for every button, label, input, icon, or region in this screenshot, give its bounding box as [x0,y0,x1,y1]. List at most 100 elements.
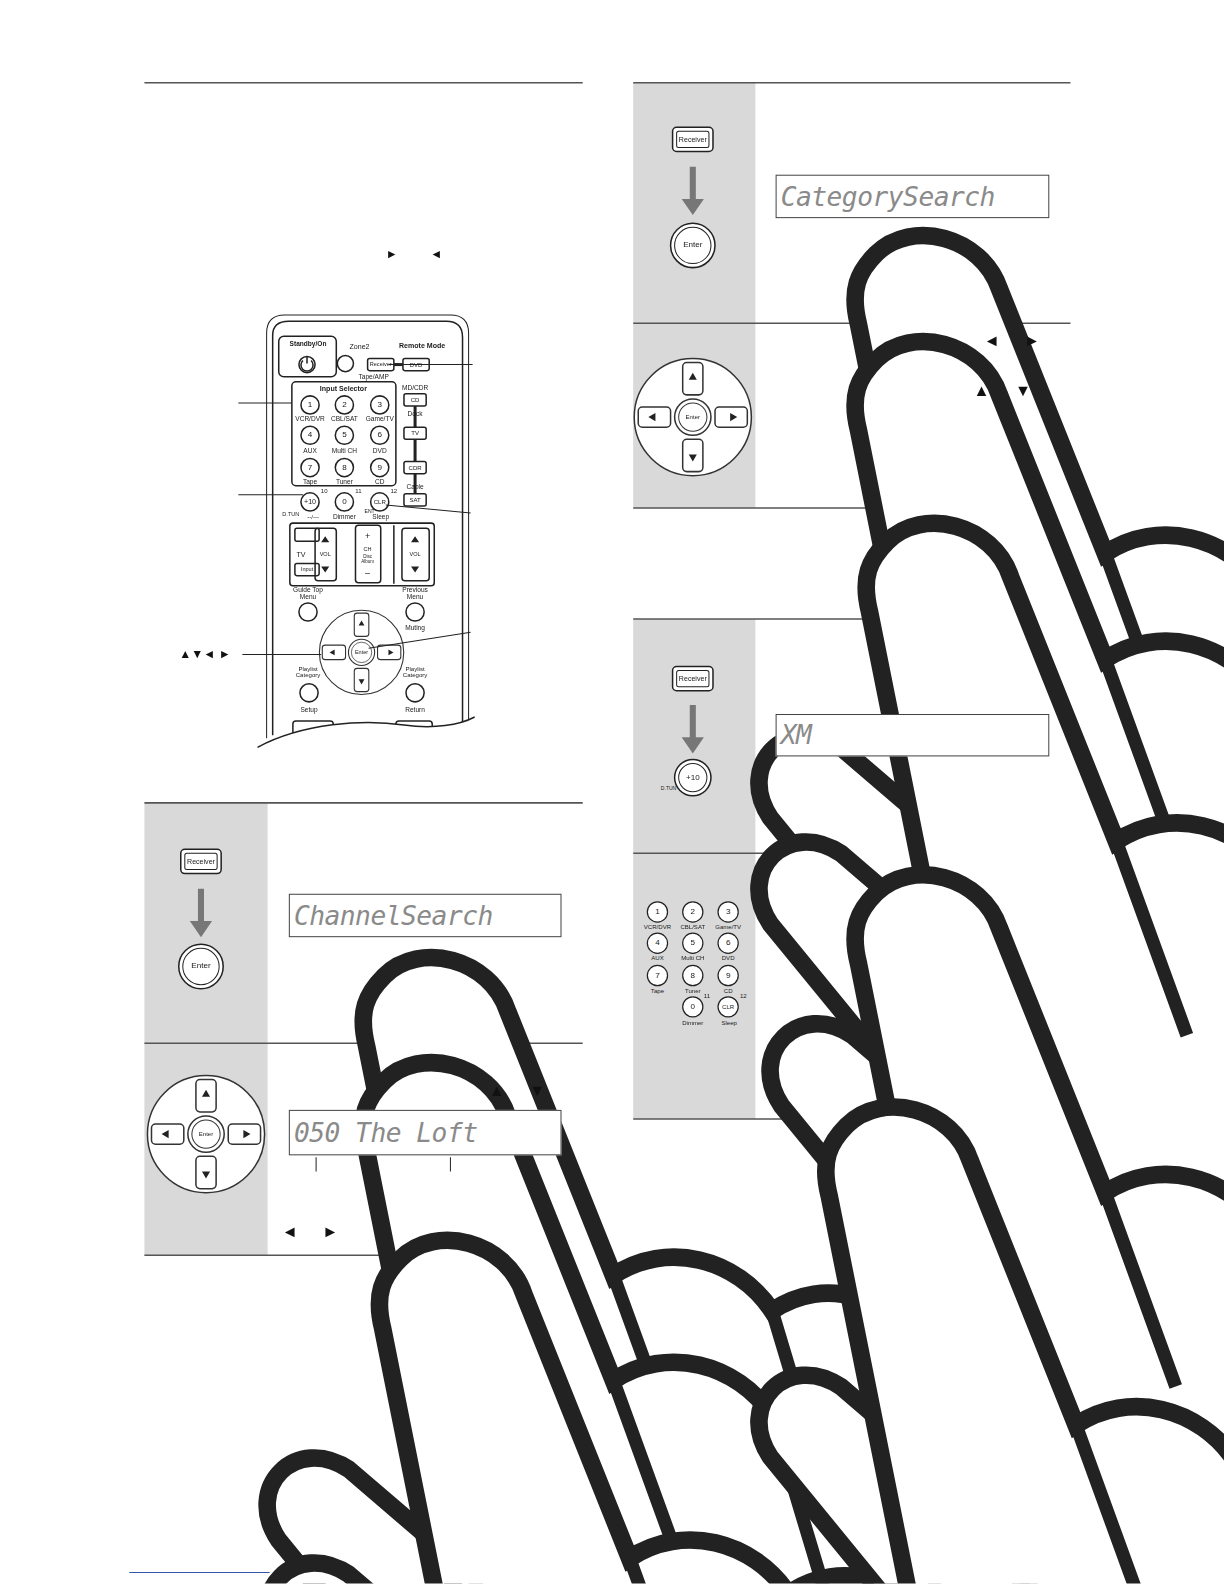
label: ◄ [430,247,442,259]
use-shape [730,1107,1224,1583]
label: 0 [342,498,346,506]
use-shape [671,223,715,267]
circle-shape [335,493,353,511]
label: VOL [410,552,421,558]
label: CBL/SAT [680,924,705,930]
label: Game/TV [715,924,741,930]
label: 8 [691,972,695,980]
label: 12 [390,488,397,494]
circle-shape [337,355,353,371]
display-text: ChannelSearch [294,900,493,930]
rect-shape [315,528,336,581]
use-shape [673,667,713,691]
label: CD [724,988,733,994]
circle-shape [718,997,738,1017]
label: Multi CH [681,955,704,961]
label: TV [411,430,419,436]
label: Previous Menu [395,587,435,601]
g-shape [316,1157,450,1171]
g-shape [238,365,472,655]
label: Remote Mode [399,342,445,349]
lcd-display: CategorySearch [776,175,1050,218]
label: +10 [304,498,316,505]
use-shape [190,889,212,937]
line-shape [393,525,395,584]
circle-shape [718,933,738,953]
label: ENT [365,508,375,513]
label: ▲ [974,383,990,399]
label: TV [296,551,305,558]
label: VCR/DVR [295,416,325,423]
label: Multi CH [332,448,357,455]
path-shape [258,717,475,767]
line-shape [238,494,303,495]
label: ▼ [529,1083,545,1099]
lcd-display: 050 The Loft [289,1110,562,1155]
label: 10 [321,488,328,494]
path-shape [301,356,313,371]
circle-shape [301,458,319,476]
label: 0 [691,1003,695,1011]
label: Tuner [336,479,353,486]
line-shape [414,439,417,461]
label: 8 [342,464,346,472]
circle-shape [683,902,703,922]
circle-shape [371,458,389,476]
rect-shape [404,427,426,439]
path-shape [267,315,469,738]
label: Return [405,707,425,714]
label: Muting [405,625,425,632]
use-shape [179,944,223,988]
circle-shape [299,603,317,621]
label: 7 [308,464,312,472]
label: Disc Album [358,555,378,565]
label: 5 [691,939,695,947]
rect-shape [292,382,396,486]
circle-shape [301,396,319,414]
label: Tape [651,988,664,994]
circle-shape [683,997,703,1017]
line-shape [144,82,582,84]
label: CLR [722,1004,734,1010]
circle-shape [679,763,707,791]
label: VOL [320,552,331,558]
circle-shape [335,426,353,444]
label: Enter [191,962,210,970]
label: – [365,569,370,578]
label: 7 [655,972,659,980]
line-shape [242,654,321,655]
label: Tape/AMP [359,374,389,381]
path-shape [273,321,463,735]
circle-shape [300,684,318,702]
rect-shape [404,394,426,406]
label: 11 [355,488,361,494]
label: D.TUN [661,786,676,791]
line-shape [633,82,1070,84]
line-shape [389,364,473,365]
label: Game/TV [366,416,394,423]
use-shape [634,359,751,476]
label: Input Selector [320,385,367,392]
label: CD [375,479,384,486]
label: CBL/SAT [331,416,358,423]
lcd-display: XM [776,714,1050,756]
label: DVD [722,955,735,961]
label: 2 [342,401,346,409]
label: MD/CDR [402,385,428,392]
label: 1 [655,908,659,916]
use-shape [319,610,403,694]
label: Enter [199,1131,213,1137]
label: Enter [355,650,368,656]
label: 11 [704,993,710,999]
path-shape [258,717,475,747]
rect-shape [290,523,434,586]
label: 5 [342,431,346,439]
rect-shape [404,462,426,474]
label: --/--- [307,514,319,520]
label: ▲▼◄ ► [179,648,230,660]
line-shape [238,402,292,403]
label: ▲ [489,1083,505,1099]
circle-shape [335,396,353,414]
rect-shape [279,336,337,376]
label: 1 [308,401,312,409]
